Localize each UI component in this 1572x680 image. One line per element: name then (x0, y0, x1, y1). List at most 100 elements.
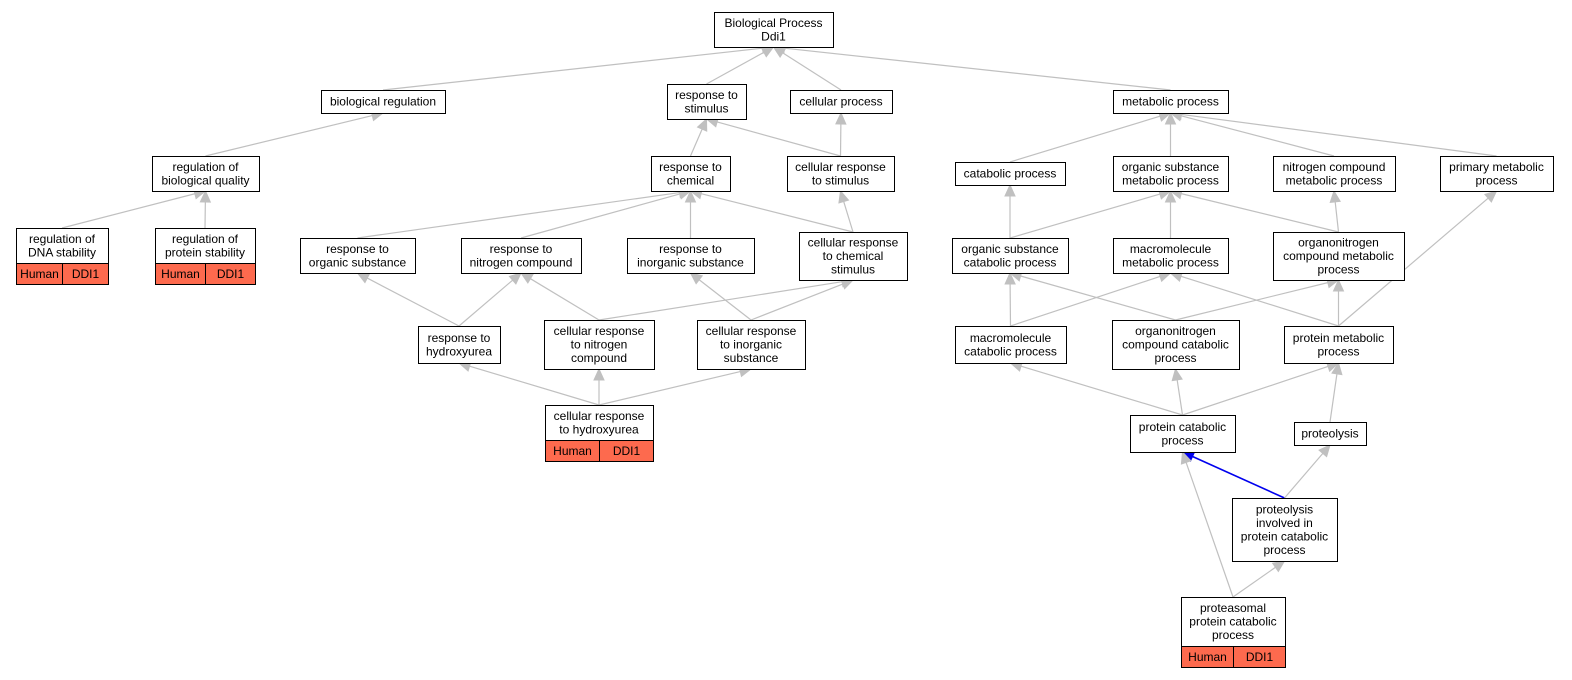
edge-line (61, 193, 195, 229)
annotation-species: Human (20, 267, 59, 281)
node-label-line: response to (326, 242, 389, 256)
go-term-node-biological_regulation[interactable]: biological regulation (321, 90, 446, 114)
edge-cellular_response_to_inorganic_substance-to-response_to_inorganic_substance (689, 272, 752, 321)
node-box (152, 156, 260, 192)
edge-arrowhead (199, 189, 212, 203)
node-box (155, 228, 256, 264)
node-box (952, 238, 1069, 274)
edge-cellular_response_to_hydroxyurea-to-cellular_response_to_nitrogen_compound (593, 367, 605, 405)
edge-regulation_of_biological_quality-to-biological_regulation (205, 110, 385, 157)
edge-response_to_hydroxyurea-to-response_to_nitrogen_compound (458, 272, 522, 327)
node-label-line: organonitrogen (1298, 236, 1379, 250)
annotation-cell (599, 440, 654, 462)
edge-line (1009, 115, 1161, 163)
go-term-node-catabolic_process[interactable]: catabolic process (955, 162, 1066, 186)
node-box (1284, 326, 1394, 364)
go-term-node-cellular_process[interactable]: cellular process (790, 90, 893, 114)
edge-arrowhead (1332, 278, 1345, 292)
node-label-line: compound (571, 351, 627, 365)
node-label-line: organic substance (961, 242, 1059, 256)
node-label-line: cellular response (808, 236, 899, 250)
edge-line (1284, 452, 1324, 499)
edge-regulation_of_protein_stability-to-regulation_of_biological_quality (199, 189, 212, 229)
edge-line (366, 277, 460, 327)
node-label-line: chemical (667, 173, 714, 187)
node-label-line: protein stability (165, 245, 245, 259)
edge-line (689, 128, 703, 157)
node-label-line: process (1263, 543, 1305, 557)
edge-arrowhead (1318, 444, 1331, 458)
edge-line (782, 52, 842, 91)
edge-protein_catabolic_process-to-organonitrogen_compound_catabolic_process (1171, 367, 1184, 416)
edge-line (701, 193, 854, 233)
go-term-node-proteolysis[interactable]: proteolysis (1294, 422, 1367, 446)
edge-response_to_chemical-to-response_to_stimulus (689, 117, 708, 157)
edge-line (706, 51, 765, 85)
node-label-line: proteasomal (1200, 601, 1266, 615)
node-label-line: cellular process (799, 95, 882, 109)
edge-arrowhead (1180, 450, 1192, 465)
node-label-line: cellular response (706, 324, 797, 338)
edge-line (1232, 566, 1276, 598)
edge-line (530, 278, 600, 321)
node-label-line: nitrogen compound (470, 255, 573, 269)
node-label-line: metabolic process (1122, 95, 1219, 109)
node-label-line: DNA stability (28, 245, 96, 259)
node-box (1273, 156, 1396, 192)
edge-organic_substance_catabolic_process-to-catabolic_process (1004, 183, 1016, 238)
edge-proteolysis_involved_in_protein_catabolic_process-to-proteolysis (1284, 444, 1331, 499)
node-label-line: macromolecule (970, 331, 1052, 345)
node-label-line: protein catabolic (1189, 615, 1276, 629)
edge-arrowhead (519, 272, 534, 284)
node-label-line: catabolic process (964, 167, 1057, 181)
annotation-gene: DDI1 (613, 444, 641, 458)
node-label-line: protein metabolic (1293, 331, 1384, 345)
node-label-line: organic substance (309, 255, 407, 269)
node-label-line: biological quality (161, 173, 249, 187)
edge-response_to_inorganic_substance-to-response_to_chemical (684, 189, 697, 238)
node-box (1273, 232, 1405, 281)
node-label-line: catabolic process (964, 344, 1057, 358)
node-label-line: compound metabolic (1283, 249, 1394, 263)
edge-line (1185, 462, 1234, 598)
node-label-line: regulation of (172, 232, 239, 246)
edge-line (1329, 373, 1338, 423)
edge-biological_regulation-to-bp (382, 42, 775, 91)
node-label-line: regulation of (172, 160, 239, 174)
edge-line (1334, 201, 1340, 233)
edge-organic_substance_metabolic_process-to-metabolic_process (1164, 111, 1177, 156)
node-box (697, 320, 806, 370)
node-label-line: process (1212, 628, 1254, 642)
go-term-node-metabolic_process[interactable]: metabolic process (1113, 90, 1229, 114)
edge-arrowhead (684, 189, 697, 203)
node-label-line: organonitrogen (1135, 324, 1216, 338)
edge-cellular_response_to_hydroxyurea-to-cellular_response_to_inorganic_substance (598, 366, 753, 406)
